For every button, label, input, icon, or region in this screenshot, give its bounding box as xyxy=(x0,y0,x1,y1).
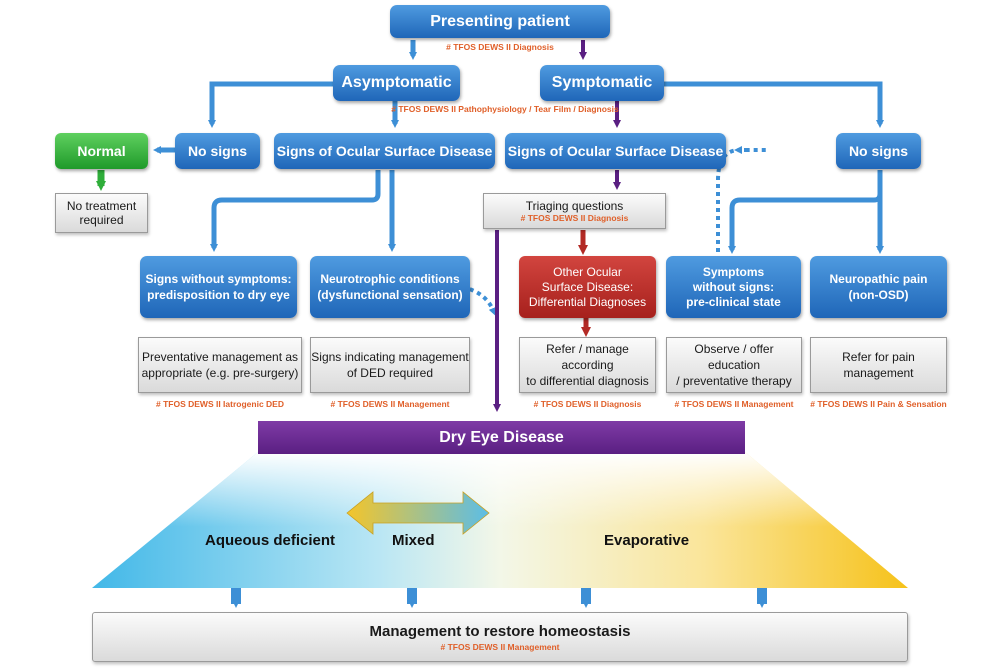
evaporative-label: Evaporative xyxy=(604,532,690,549)
ref-iatrogenic: # TFOS DEWS II Iatrogenic DED xyxy=(156,399,284,409)
symptoms-without-signs-label: Symptoms without signs: pre-clinical sta… xyxy=(686,264,781,309)
signs-osd-left-box: Signs of Ocular Surface Disease xyxy=(274,133,495,169)
arrow-osd-signs-without-symptoms xyxy=(210,170,381,252)
other-ocular-label: Other Ocular Surface Disease: Differenti… xyxy=(528,264,647,309)
neuropathic-pain-box: Neuropathic pain (non-OSD) xyxy=(810,256,947,318)
triaging-questions-label: Triaging questions xyxy=(525,199,624,213)
preventative-mgmt-label: Preventative management as appropriate (… xyxy=(141,350,299,380)
signs-without-symptoms-label: Signs without symptoms: predisposition t… xyxy=(145,272,292,302)
observe-offer-box: Observe / offer education / preventative… xyxy=(666,337,802,393)
presenting-patient-label: Presenting patient xyxy=(430,12,570,30)
normal-label: Normal xyxy=(77,143,126,159)
signs-osd-right-box: Signs of Ocular Surface Disease xyxy=(505,133,726,169)
ref-pain-sensation: # TFOS DEWS II Pain & Sensation xyxy=(810,399,947,409)
signs-without-symptoms-box: Signs without symptoms: predisposition t… xyxy=(140,256,297,318)
ref-management-1: # TFOS DEWS II Management xyxy=(330,399,450,409)
ref-diagnosis-top: # TFOS DEWS II Diagnosis xyxy=(446,42,554,52)
arrow-asymptomatic-no-signs xyxy=(208,81,338,128)
symptomatic-box: Symptomatic xyxy=(540,65,664,101)
signs-osd-left-label: Signs of Ocular Surface Disease xyxy=(276,143,493,159)
asymptomatic-box: Asymptomatic xyxy=(333,65,460,101)
refer-pain-label: Refer for pain management xyxy=(842,350,915,380)
management-homeostasis-label: Management to restore homeostasis xyxy=(369,622,631,640)
triaging-questions-box: Triaging questions # TFOS DEWS II Diagno… xyxy=(483,193,666,229)
no-treatment-box: No treatment required xyxy=(55,193,148,233)
signs-indicating-label: Signs indicating management of DED requi… xyxy=(311,350,469,380)
mixed-label: Mixed xyxy=(392,532,435,549)
observe-offer-label: Observe / offer education / preventative… xyxy=(676,342,792,388)
symptoms-without-signs-box: Symptoms without signs: pre-clinical sta… xyxy=(666,256,801,318)
presenting-patient-box: Presenting patient xyxy=(390,5,610,38)
no-treatment-label: No treatment required xyxy=(66,199,137,227)
refer-pain-box: Refer for pain management xyxy=(810,337,947,393)
no-signs-left-box: No signs xyxy=(175,133,260,169)
ref-management-2: # TFOS DEWS II Management xyxy=(674,399,794,409)
no-signs-right-label: No signs xyxy=(848,143,909,159)
dry-eye-disease-bar: Dry Eye Disease xyxy=(258,421,745,454)
signs-indicating-box: Signs indicating management of DED requi… xyxy=(310,337,470,393)
symptomatic-label: Symptomatic xyxy=(551,74,653,91)
dry-eye-disease-label: Dry Eye Disease xyxy=(439,428,564,446)
ref-triaging: # TFOS DEWS II Diagnosis xyxy=(520,213,629,223)
asymptomatic-label: Asymptomatic xyxy=(341,74,452,91)
ref-management-bottom: # TFOS DEWS II Management xyxy=(440,641,560,652)
no-signs-right-box: No signs xyxy=(836,133,921,169)
management-homeostasis-box: Management to restore homeostasis # TFOS… xyxy=(92,612,908,662)
mixed-double-arrow xyxy=(346,491,490,535)
aqueous-deficient-label: Aqueous deficient xyxy=(205,532,336,549)
arrow-no-signs-symptoms xyxy=(728,170,883,254)
signs-osd-right-label: Signs of Ocular Surface Disease xyxy=(507,143,724,159)
arrow-symptomatic-no-signs xyxy=(662,81,884,128)
normal-box: Normal xyxy=(55,133,148,169)
no-signs-left-label: No signs xyxy=(187,143,248,159)
neurotrophic-label: Neurotrophic conditions (dysfunctional s… xyxy=(317,272,463,302)
ref-pathophysiology: # TFOS DEWS II Pathophysiology / Tear Fi… xyxy=(391,104,619,114)
neurotrophic-box: Neurotrophic conditions (dysfunctional s… xyxy=(310,256,470,318)
other-ocular-box: Other Ocular Surface Disease: Differenti… xyxy=(519,256,656,318)
refer-manage-label: Refer / manage according to differential… xyxy=(526,342,649,388)
refer-manage-box: Refer / manage according to differential… xyxy=(519,337,656,393)
neuropathic-pain-label: Neuropathic pain (non-OSD) xyxy=(829,272,928,302)
preventative-mgmt-box: Preventative management as appropriate (… xyxy=(138,337,302,393)
ref-diagnosis-2: # TFOS DEWS II Diagnosis xyxy=(533,399,642,409)
